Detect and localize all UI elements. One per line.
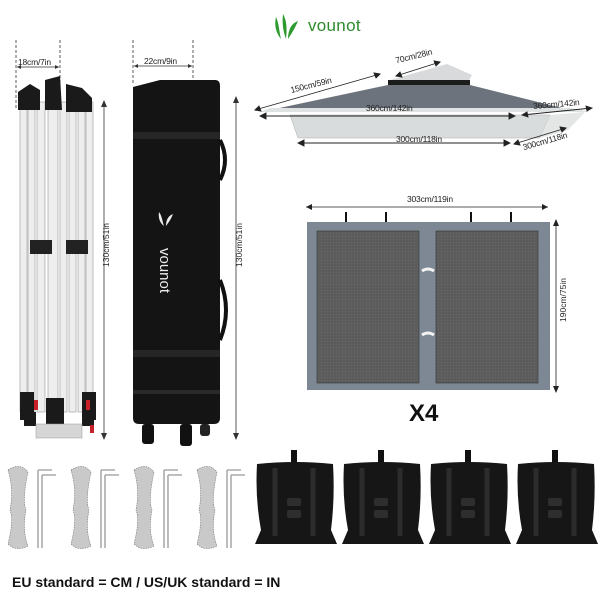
folded-frame-diagram: 18cm/7in 130cm/51in [0, 40, 120, 460]
brand-name: vounot [308, 16, 361, 35]
rope-stake-set [189, 460, 252, 555]
brand-header: vounot [270, 10, 380, 42]
canopy-front-width-label: 360cm/142in [366, 103, 413, 113]
weight-bag [340, 448, 425, 548]
rope-stake-set [63, 460, 126, 555]
bag-logo-text: vounot [156, 247, 174, 294]
weight-bag [514, 448, 599, 548]
frame-height-label: 130cm/51in [100, 223, 111, 267]
ropes-and-stakes [0, 460, 260, 555]
bag-width-label: 22cm/9in [144, 56, 177, 66]
rope-stake-set [0, 460, 63, 555]
frame-width-label: 18cm/7in [18, 57, 51, 67]
canopy-base-front-label: 300cm/118in [396, 134, 442, 144]
sidewall-width-label: 303cm/119in [407, 194, 453, 204]
rope-stake-set [126, 460, 189, 555]
mesh-sidewall-diagram: 303cm/119in 190cm/75in [300, 185, 600, 400]
units-note: EU standard = CM / US/UK standard = IN [12, 574, 281, 590]
weight-bag [427, 448, 512, 548]
weight-bag [253, 448, 338, 548]
sidewall-height-label: 190cm/75in [557, 278, 568, 322]
sidewall-quantity-label: X4 [409, 400, 439, 427]
bag-height-label: 130cm/51in [233, 223, 244, 267]
weight-bags [253, 448, 600, 548]
carry-bag-diagram: vounot 22cm/9in 130cm/51in [120, 40, 250, 460]
canopy-top-diagram: 70cm/28in 150cm/59in 360cm/142in 360cm/1… [250, 40, 600, 160]
brand-leaf-icon [270, 11, 300, 41]
bag-logo-icon [156, 208, 176, 228]
